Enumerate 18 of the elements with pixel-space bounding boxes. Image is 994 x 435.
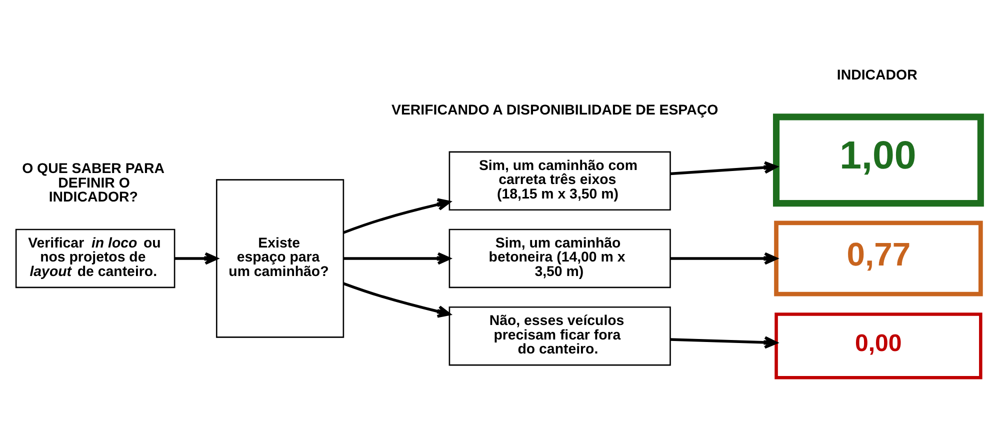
node-box: Não, esses veículos precisam ficar fora do canteiro. xyxy=(448,306,671,366)
arrow xyxy=(670,252,778,265)
node-box: 1,00 xyxy=(772,114,984,207)
node-box: 0,00 xyxy=(774,312,982,380)
node-box: Sim, um caminhão com carreta três eixos (18,15 m x 3,50 m) xyxy=(448,151,671,210)
node-box: 0,77 xyxy=(774,220,983,296)
node-box: Existe espaço para um caminhão? xyxy=(216,179,344,338)
arrow xyxy=(343,282,451,318)
arrow xyxy=(343,252,451,265)
arrow xyxy=(343,198,451,234)
label: VERIFICANDO A DISPONIBILIDADE DE ESPAÇO xyxy=(392,102,718,119)
label: INDICADOR xyxy=(836,68,918,84)
node-box: Sim, um caminhão betoneira (14,00 m x 3,50 m) xyxy=(448,228,671,288)
arrow xyxy=(174,252,218,265)
label: O QUE SABER PARA DEFINIR O INDICADOR? xyxy=(22,161,165,206)
node-box: Verificar in loco ou nos projetos de layout de canteiro. xyxy=(15,228,176,288)
arrow xyxy=(670,161,778,176)
arrow xyxy=(670,336,778,349)
